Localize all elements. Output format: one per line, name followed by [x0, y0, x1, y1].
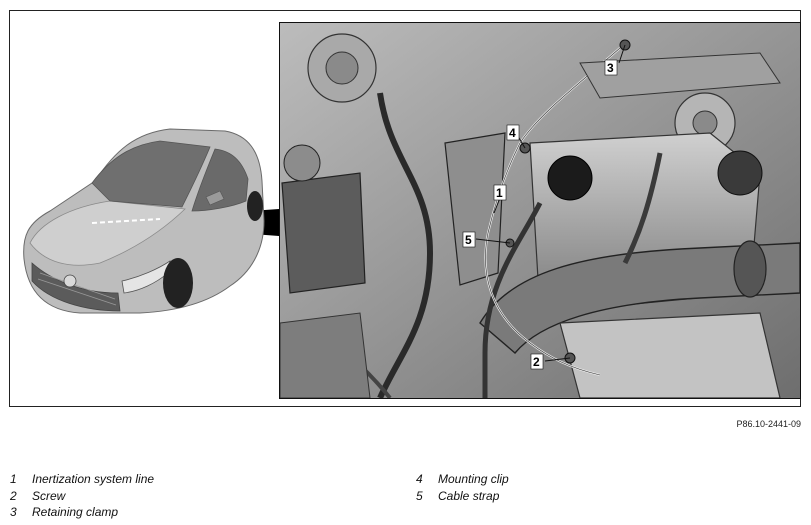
canister-right — [717, 150, 763, 196]
car-wheel-rear — [247, 191, 263, 221]
oil-filler-cap — [547, 155, 593, 201]
legend-item: 5 Cable strap — [416, 488, 509, 505]
hood-marker — [91, 218, 161, 224]
figure-frame: 1 2 3 4 5 — [9, 10, 801, 407]
legend-label: Retaining clamp — [32, 505, 119, 519]
heat-shield — [559, 312, 781, 398]
legend-item: 2 Screw — [10, 488, 154, 505]
legend-number: 3 — [10, 505, 17, 519]
car-windshield — [91, 140, 211, 208]
car-hood — [29, 200, 186, 266]
hose-1 — [377, 92, 434, 398]
intake-duct — [479, 242, 800, 354]
legend-number: 4 — [416, 472, 423, 486]
legend-label: Screw — [32, 488, 66, 503]
legend-label: Inertization system line — [32, 472, 155, 486]
callout-3: 3 — [607, 61, 614, 75]
legend-number: 1 — [10, 472, 17, 486]
car-side-window — [191, 148, 249, 212]
callout-4: 4 — [509, 126, 516, 140]
car-mirror — [205, 190, 225, 206]
legend-item: 3 Retaining clamp — [10, 504, 154, 521]
engine-compartment-illustration: 1 2 3 4 5 — [280, 23, 800, 398]
hose-2 — [482, 201, 543, 398]
legend-item: 1 Inertization system line — [10, 471, 154, 488]
legend-left: 1 Inertization system line 2 Screw 3 Ret… — [10, 471, 154, 521]
engine-detail-panel: 1 2 3 4 5 — [279, 22, 801, 399]
legend-number: 2 — [10, 488, 17, 503]
mounting-bracket — [444, 132, 506, 286]
hose-3 — [622, 152, 663, 265]
legend-number: 5 — [416, 488, 423, 503]
car-emblem — [63, 274, 77, 288]
legend-label: Cable strap — [438, 488, 500, 503]
vehicle-illustration — [23, 128, 279, 314]
coolant-reservoir — [281, 172, 366, 294]
callout-5: 5 — [465, 233, 472, 247]
callout-1: 1 — [496, 186, 503, 200]
figure-code: P86.10-2441-09 — [736, 419, 801, 429]
car-wheel-front — [163, 258, 193, 308]
legend-item: 4 Mounting clip — [416, 471, 509, 488]
legend-right: 4 Mounting clip 5 Cable strap — [416, 471, 509, 504]
legend-label: Mounting clip — [438, 472, 509, 486]
callout-2: 2 — [533, 355, 540, 369]
